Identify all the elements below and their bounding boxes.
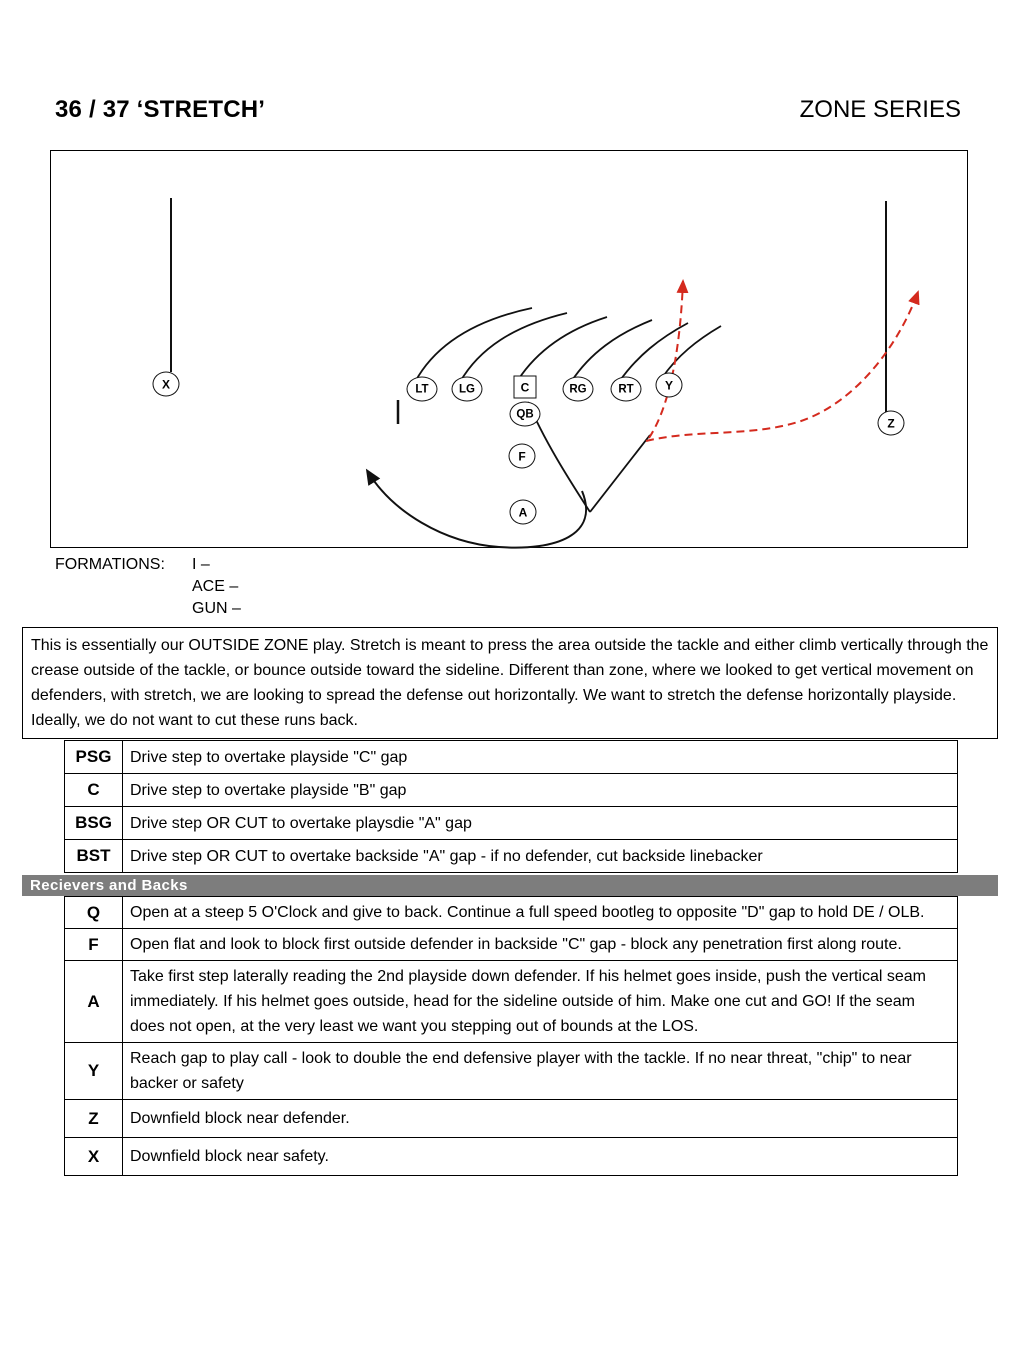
table-row: PSG Drive step to overtake playside "C" … xyxy=(64,740,958,774)
position-label: Q xyxy=(64,896,123,929)
position-label: BST xyxy=(64,839,123,873)
bootleg-arc xyxy=(365,468,588,549)
position-label: Y xyxy=(64,1042,123,1100)
player-marker-rg: RG xyxy=(562,376,594,402)
blocking-arc xyxy=(459,312,568,383)
table-row: C Drive step to overtake playside "B" ga… xyxy=(64,773,958,807)
position-label: A xyxy=(64,960,123,1043)
player-marker-c: C xyxy=(513,375,537,399)
run-route-sweep xyxy=(645,290,920,442)
skill-assignments-table: Q Open at a steep 5 O'Clock and give to … xyxy=(64,896,958,1176)
player-marker-y: Y xyxy=(655,372,683,398)
player-marker-rt: RT xyxy=(610,376,642,402)
table-row: BST Drive step OR CUT to overtake backsi… xyxy=(64,839,958,873)
assignment-text: Drive step to overtake playside "C" gap xyxy=(122,740,958,774)
play-diagram: X LT LG C RG RT Y QB F A Z xyxy=(50,150,968,549)
formations-label: FORMATIONS: xyxy=(55,556,165,573)
blocking-arc xyxy=(414,307,533,383)
handoff-path xyxy=(589,434,651,513)
assignment-text: Drive step OR CUT to overtake playsdie "… xyxy=(122,806,958,840)
blocking-arc xyxy=(570,319,653,383)
assignment-text: Take first step laterally reading the 2n… xyxy=(122,960,958,1043)
player-marker-lt: LT xyxy=(406,376,438,402)
assignment-text: Drive step to overtake playside "B" gap xyxy=(122,773,958,807)
page-header: 36 / 37 ‘STRETCH’ ZONE SERIES xyxy=(55,96,961,124)
line-assignments-table: PSG Drive step to overtake playside "C" … xyxy=(64,740,958,873)
player-marker-qb: QB xyxy=(509,401,541,427)
player-marker-lg: LG xyxy=(451,376,483,402)
blocking-arc xyxy=(517,316,608,381)
formation-item-i: I – xyxy=(192,556,210,573)
position-label: C xyxy=(64,773,123,807)
page-title: 36 / 37 ‘STRETCH’ xyxy=(55,96,266,123)
position-label: X xyxy=(64,1137,123,1176)
position-label: Z xyxy=(64,1099,123,1138)
play-routes-svg xyxy=(170,198,920,549)
receivers-backs-header: Recievers and Backs xyxy=(22,875,998,896)
assignment-text: Downfield block near safety. xyxy=(122,1137,958,1176)
assignment-text: Reach gap to play call - look to double … xyxy=(122,1042,958,1100)
player-marker-f: F xyxy=(508,443,536,469)
table-row: F Open flat and look to block first outs… xyxy=(64,928,958,961)
formations-section: FORMATIONS: I – ACE – GUN – xyxy=(55,556,241,622)
player-marker-z: Z xyxy=(877,410,905,436)
play-description: This is essentially our OUTSIDE ZONE pla… xyxy=(22,627,998,739)
table-row: A Take first step laterally reading the … xyxy=(64,960,958,1043)
assignment-text: Open flat and look to block first outsid… xyxy=(122,928,958,961)
position-label: BSG xyxy=(64,806,123,840)
assignment-text: Open at a steep 5 O'Clock and give to ba… xyxy=(122,896,958,929)
formation-item-gun: GUN – xyxy=(192,600,241,617)
formation-item-ace: ACE – xyxy=(192,578,239,595)
player-marker-a: A xyxy=(509,499,537,525)
table-row: Q Open at a steep 5 O'Clock and give to … xyxy=(64,896,958,929)
player-marker-x: X xyxy=(152,371,180,397)
table-row: Y Reach gap to play call - look to doubl… xyxy=(64,1042,958,1100)
position-label: F xyxy=(64,928,123,961)
blocking-arc xyxy=(618,322,689,383)
assignment-text: Drive step OR CUT to overtake backside "… xyxy=(122,839,958,873)
table-row: BSG Drive step OR CUT to overtake playsd… xyxy=(64,806,958,840)
blocking-arc xyxy=(661,325,722,379)
position-label: PSG xyxy=(64,740,123,774)
table-row: X Downfield block near safety. xyxy=(64,1137,958,1176)
assignment-text: Downfield block near defender. xyxy=(122,1099,958,1138)
series-title: ZONE SERIES xyxy=(799,96,961,123)
table-row: Z Downfield block near defender. xyxy=(64,1099,958,1138)
